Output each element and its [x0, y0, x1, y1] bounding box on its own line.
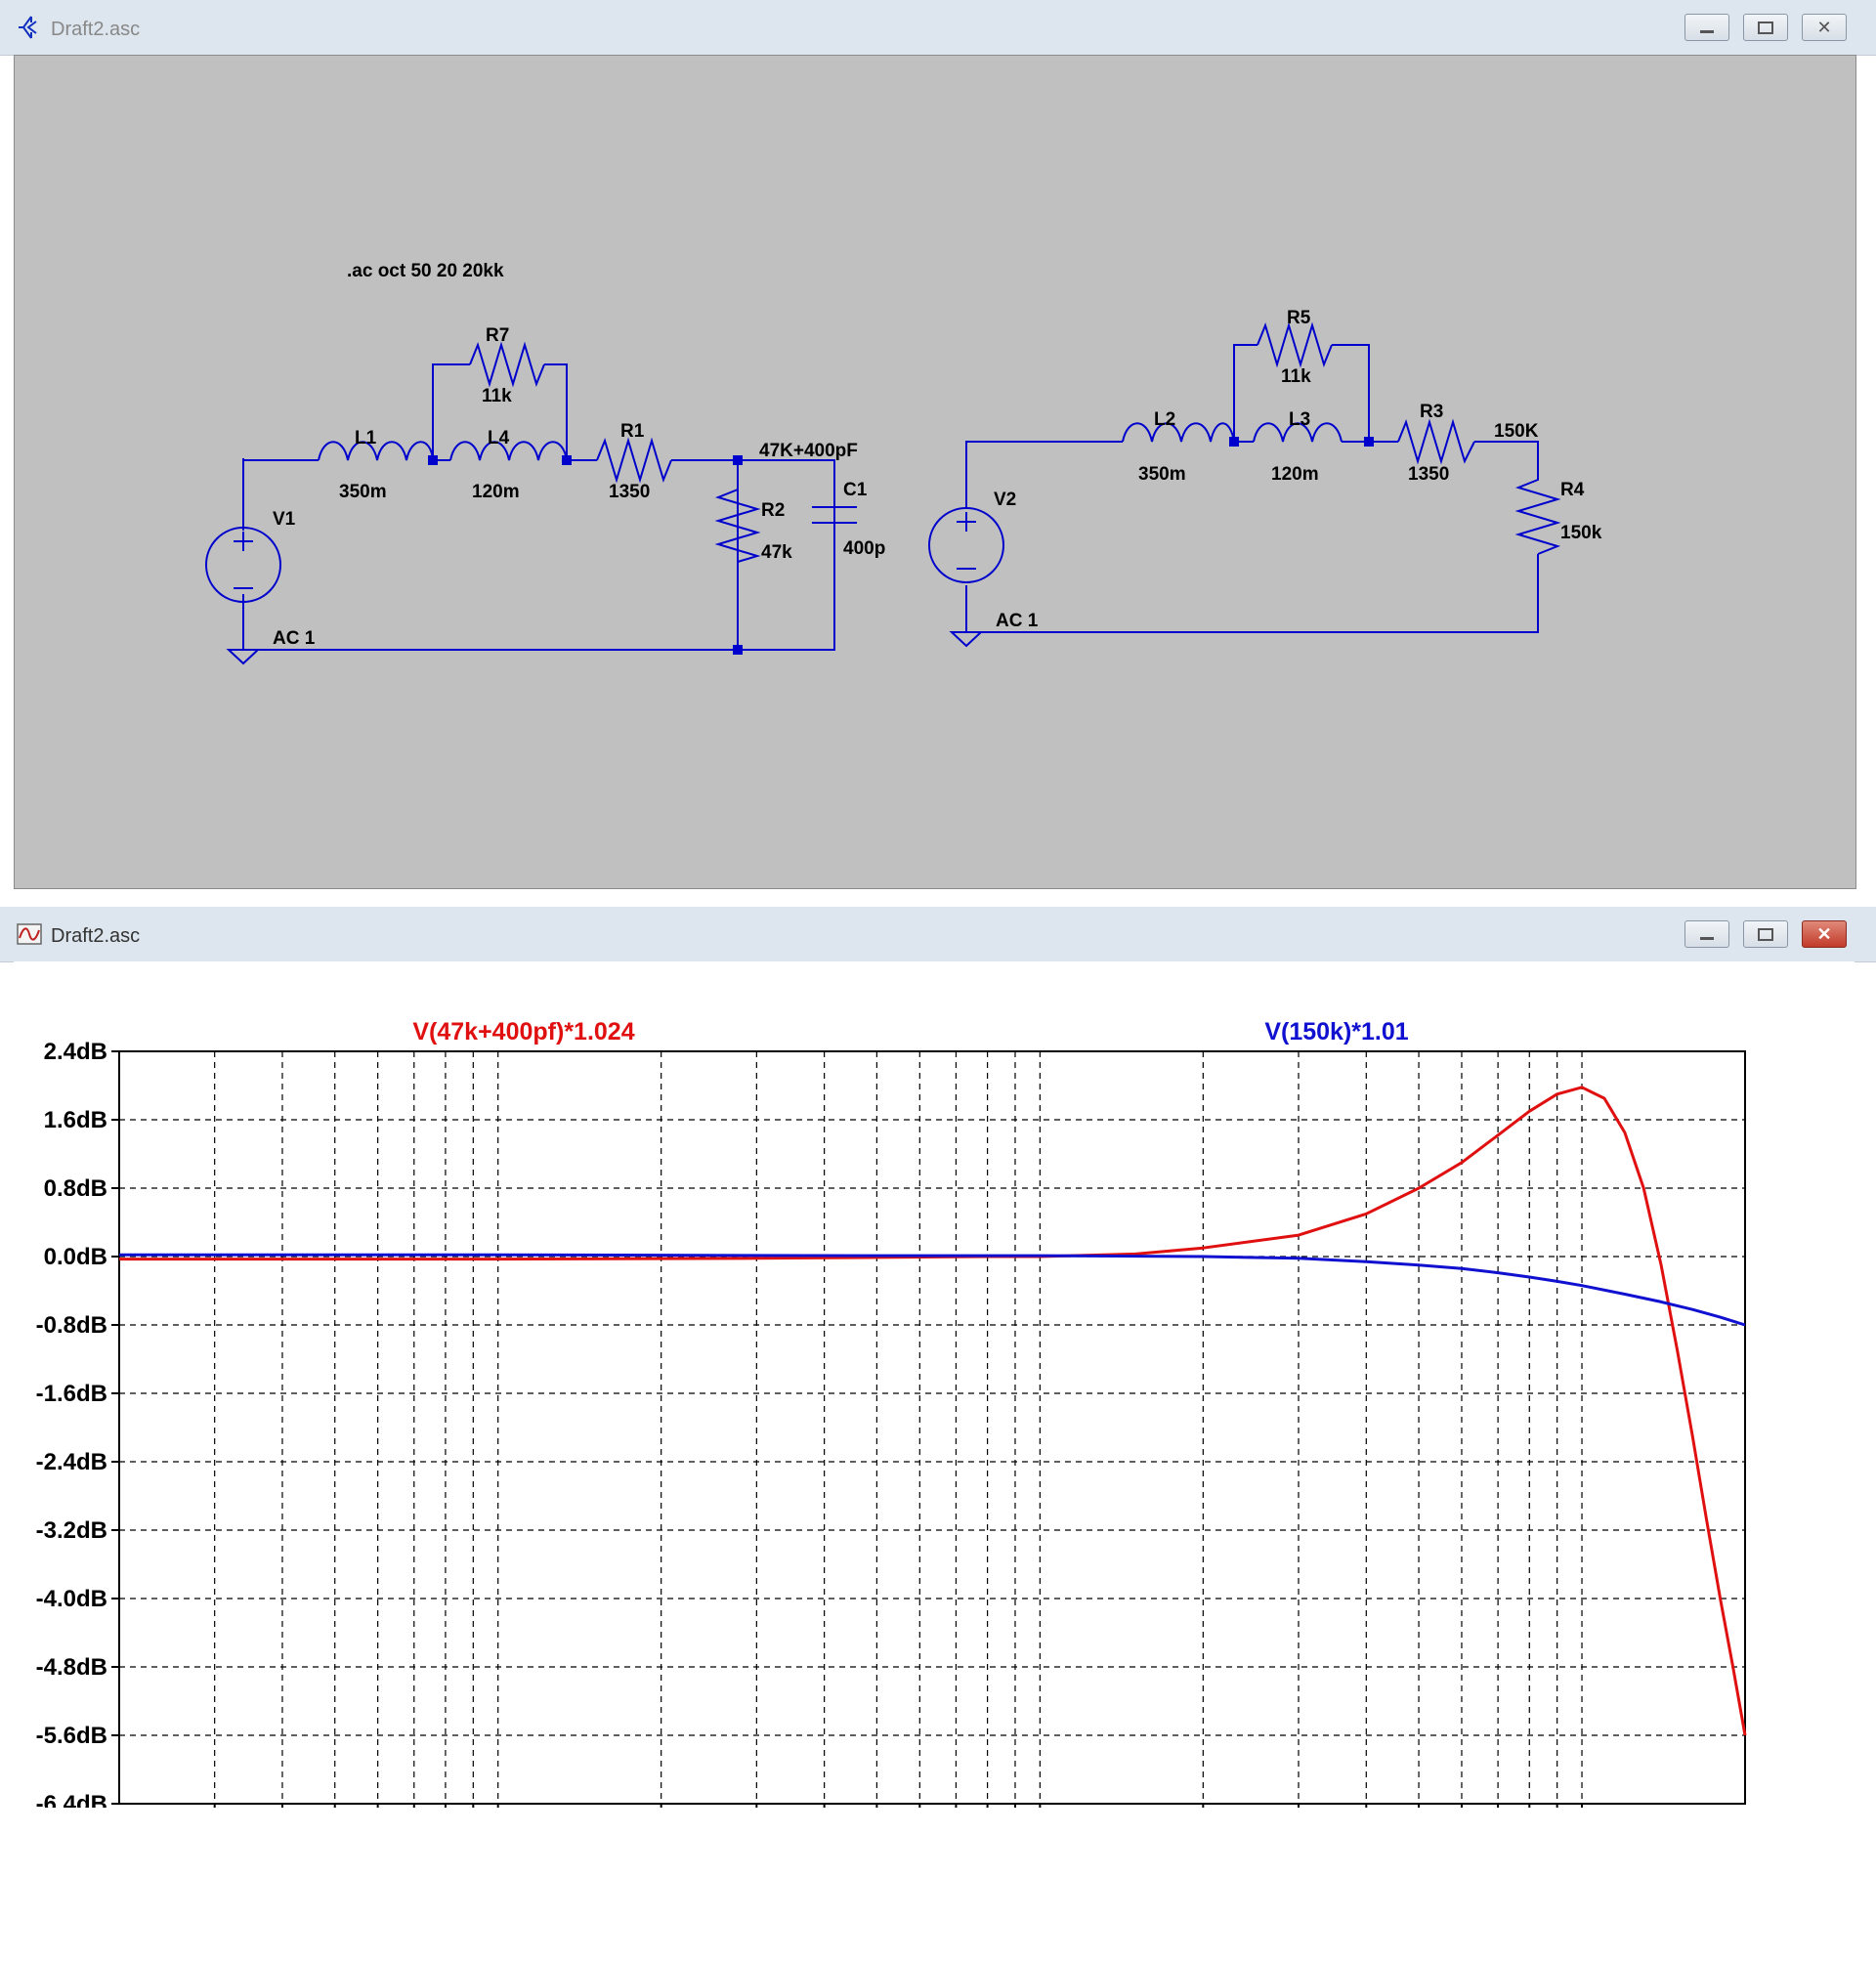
y-tick-label: 0.0dB — [44, 1244, 107, 1270]
series-label-red[interactable]: V(47k+400pf)*1.024 — [412, 1018, 634, 1045]
label-R3-ref: R3 — [1420, 402, 1443, 422]
y-tick-label: -3.2dB — [36, 1517, 107, 1544]
y-tick-label: -1.6dB — [36, 1381, 107, 1407]
y-tick-label: 2.4dB — [44, 1039, 107, 1065]
label-V2-value: AC 1 — [996, 611, 1039, 631]
y-tick-label: 0.8dB — [44, 1175, 107, 1202]
y-tick-label: -6.4dB — [36, 1791, 107, 1808]
y-tick-label: -5.6dB — [36, 1723, 107, 1749]
junction-dot — [733, 455, 743, 465]
minimize-button[interactable] — [1684, 920, 1729, 948]
minimize-button[interactable] — [1684, 14, 1729, 41]
resistor-R1 — [596, 437, 672, 484]
y-tick-label: -4.0dB — [36, 1586, 107, 1612]
label-C1-ref: C1 — [843, 480, 868, 500]
plus-sign — [957, 512, 976, 532]
label-R2-value: 47k — [761, 542, 792, 563]
wire — [432, 363, 738, 461]
series — [119, 1086, 1747, 1736]
plot-frame — [118, 1050, 1746, 1805]
y-tick-label: -4.8dB — [36, 1654, 107, 1681]
inductor-L3 — [1253, 422, 1343, 443]
junction-dot — [1364, 437, 1374, 447]
plot-canvas[interactable]: 2.4dB 1.6dB 0.8dB 0.0dB -0.8dB -1.6dB -2.4dB -3… — [14, 961, 1855, 1962]
plot-titlebar[interactable]: Draft2.asc ✕ — [0, 907, 1876, 962]
junction-dot — [733, 645, 743, 655]
ltspice-schematic-icon — [19, 16, 37, 39]
label-L3-value: 120m — [1271, 464, 1319, 485]
label-L4-value: 120m — [472, 482, 520, 502]
y-tick-label: -0.8dB — [36, 1312, 107, 1339]
junction-dot — [562, 455, 572, 465]
label-R1-ref: R1 — [620, 421, 645, 442]
maximize-button[interactable] — [1743, 14, 1788, 41]
label-L1-value: 350m — [339, 482, 387, 502]
label-R5-ref: R5 — [1287, 308, 1311, 328]
label-R7-ref: R7 — [486, 325, 509, 346]
resistor-R5 — [1257, 321, 1333, 368]
schematic-titlebar[interactable]: Draft2.asc ✕ — [0, 0, 1876, 56]
close-button[interactable]: ✕ — [1802, 920, 1847, 948]
label-R1-value: 1350 — [609, 482, 650, 502]
inductor-L2 — [1122, 422, 1235, 443]
label-V1-ref: V1 — [273, 509, 296, 530]
plot-chart: 2.4dB 1.6dB 0.8dB 0.0dB -0.8dB -1.6dB -2.4dB -3… — [36, 1018, 1747, 1808]
waveform-viewer-icon — [17, 923, 42, 945]
plot-window-title: Draft2.asc — [51, 925, 141, 947]
label-C1-value: 400p — [843, 538, 885, 559]
ground-2 — [949, 631, 984, 648]
junction-dot — [428, 455, 438, 465]
label-L2-value: 350m — [1138, 464, 1186, 485]
x-axis: 100Hz1KHz10KHz — [213, 1804, 1584, 1808]
y-tick-label: -2.4dB — [36, 1449, 107, 1475]
label-R4-value: 150k — [1560, 523, 1602, 543]
close-icon: ✕ — [1816, 924, 1832, 944]
schematic-drawing: .ac oct 50 20 20kk L1 350m R7 11k L4 120… — [205, 261, 1602, 665]
ground-1 — [226, 649, 261, 665]
schematic-window-title: Draft2.asc — [51, 19, 141, 40]
plot-window: Draft2.asc ✕ 2.4dB 1.6dB 0.8dB 0.0dB -0.8dB -… — [0, 907, 1876, 1962]
label-R5-value: 11k — [1281, 366, 1311, 387]
label-L3-ref: L3 — [1289, 409, 1310, 430]
inductor-L4 — [449, 441, 568, 461]
resistor-R2 — [714, 460, 761, 650]
series-line-0[interactable] — [119, 1086, 1747, 1736]
spice-directive: .ac oct 50 20 20kk — [347, 261, 504, 281]
resistor-R7 — [469, 341, 545, 388]
restore-icon — [1758, 21, 1773, 34]
resistor-R3 — [1397, 418, 1475, 465]
restore-icon — [1758, 927, 1773, 941]
capacitor-C1 — [812, 460, 857, 650]
label-R2-ref: R2 — [761, 500, 785, 521]
label-L4-ref: L4 — [488, 428, 510, 448]
label-R7-value: 11k — [482, 386, 512, 406]
grid — [119, 1050, 1745, 1805]
minimize-icon — [1700, 936, 1714, 940]
label-net-150k: 150K — [1494, 421, 1539, 442]
label-L1-ref: L1 — [355, 428, 377, 448]
close-icon: ✕ — [1816, 18, 1832, 37]
schematic-canvas[interactable]: .ac oct 50 20 20kk L1 350m R7 11k L4 120… — [14, 55, 1856, 889]
resistor-R4 — [1514, 462, 1561, 555]
label-R4-ref: R4 — [1560, 480, 1585, 500]
series-line-1[interactable] — [119, 1253, 1746, 1327]
y-axis: 2.4dB 1.6dB 0.8dB 0.0dB -0.8dB -1.6dB -2.4dB -3… — [36, 1039, 119, 1808]
wire — [965, 441, 1539, 633]
maximize-button[interactable] — [1743, 920, 1788, 948]
label-V2-ref: V2 — [994, 490, 1016, 510]
inductor-L1 — [318, 441, 434, 461]
wire — [243, 459, 835, 651]
minimize-icon — [1700, 29, 1714, 33]
plus-sign — [234, 532, 253, 551]
label-net-47k: 47K+400pF — [759, 441, 858, 461]
label-V1-value: AC 1 — [273, 628, 316, 649]
y-tick-label: 1.6dB — [44, 1107, 107, 1133]
close-button[interactable]: ✕ — [1802, 14, 1847, 41]
schematic-window: Draft2.asc ✕ — [0, 0, 1876, 899]
label-L2-ref: L2 — [1154, 409, 1175, 430]
label-R3-value: 1350 — [1408, 464, 1449, 485]
series-label-blue[interactable]: V(150k)*1.01 — [1264, 1018, 1408, 1045]
junction-dot — [1229, 437, 1239, 447]
source-V2 — [928, 507, 1004, 583]
